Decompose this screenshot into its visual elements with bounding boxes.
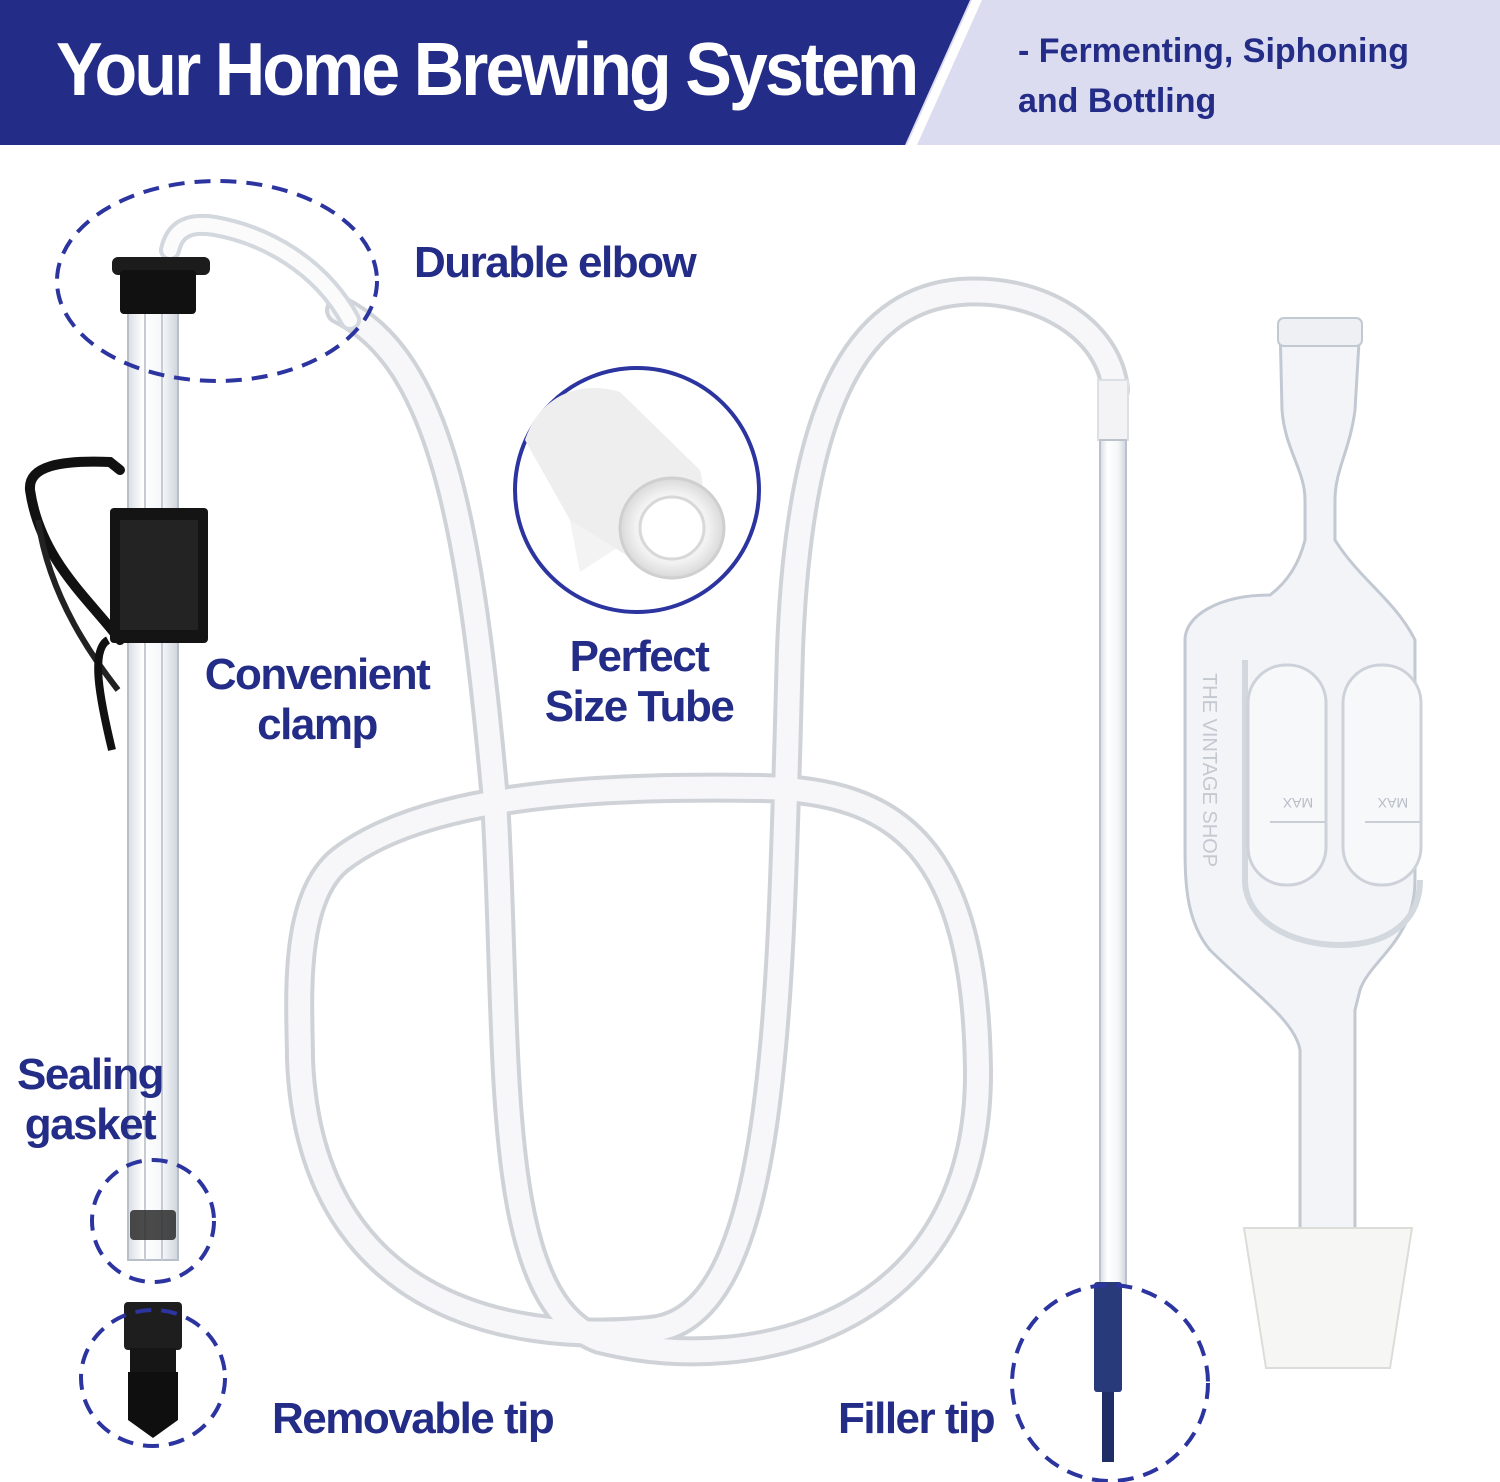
header-banner: Your Home Brewing System - Fermenting, S… [0, 0, 1500, 145]
tube-cross-section [513, 366, 761, 614]
gasket-ring [130, 1210, 176, 1240]
airlock-embossed-text: THE VINTAGE SHOP [1198, 673, 1220, 867]
airlock: MAX MAX THE VINTAGE SHOP [1183, 317, 1423, 1369]
elbow-highlight [55, 179, 379, 383]
max-mark-right: MAX [1377, 795, 1408, 811]
title-band [0, 0, 970, 145]
banner-shapes [0, 0, 1500, 145]
filler-highlight [1010, 1283, 1210, 1482]
silicone-hose [284, 276, 1130, 1367]
product-illustration: MAX MAX THE VINTAGE SHOP [24, 179, 1423, 1482]
tip-body [124, 1302, 182, 1350]
label-clamp-line2: clamp [257, 700, 378, 749]
rubber-stopper [1242, 1227, 1414, 1369]
bottle-filler [1094, 379, 1129, 1462]
gasket-highlight [90, 1158, 216, 1284]
label-removable-tip: Removable tip [272, 1394, 555, 1443]
label-gasket-line2: gasket [24, 1100, 157, 1149]
page-title: Your Home Brewing System [56, 27, 919, 112]
banner-divider [907, 0, 982, 145]
racking-cane [24, 213, 361, 1438]
highlight-circles [55, 179, 1210, 1482]
label-tube-line2: Size Tube [544, 682, 735, 731]
max-mark-left: MAX [1282, 795, 1313, 811]
label-perfect-size-tube: Perfect Size Tube [530, 632, 748, 732]
cane-cap [120, 270, 196, 314]
label-clamp-line1: Convenient [204, 650, 431, 699]
clip-clamp-drawing [24, 456, 208, 751]
filler-tube [1099, 439, 1127, 1286]
page-subtitle: - Fermenting, Siphoning and Bottling [1018, 32, 1409, 120]
label-filler-tip: Filler tip [838, 1394, 996, 1443]
label-convenient-clamp: Convenient clamp [202, 650, 432, 750]
label-gasket-line1: Sealing [17, 1050, 165, 1099]
label-durable-elbow: Durable elbow [414, 238, 697, 287]
tip-highlight [79, 1308, 227, 1448]
label-tube-line1: Perfect [569, 632, 710, 681]
filler-valve [1094, 1282, 1122, 1392]
label-sealing-gasket: Sealing gasket [12, 1050, 168, 1150]
